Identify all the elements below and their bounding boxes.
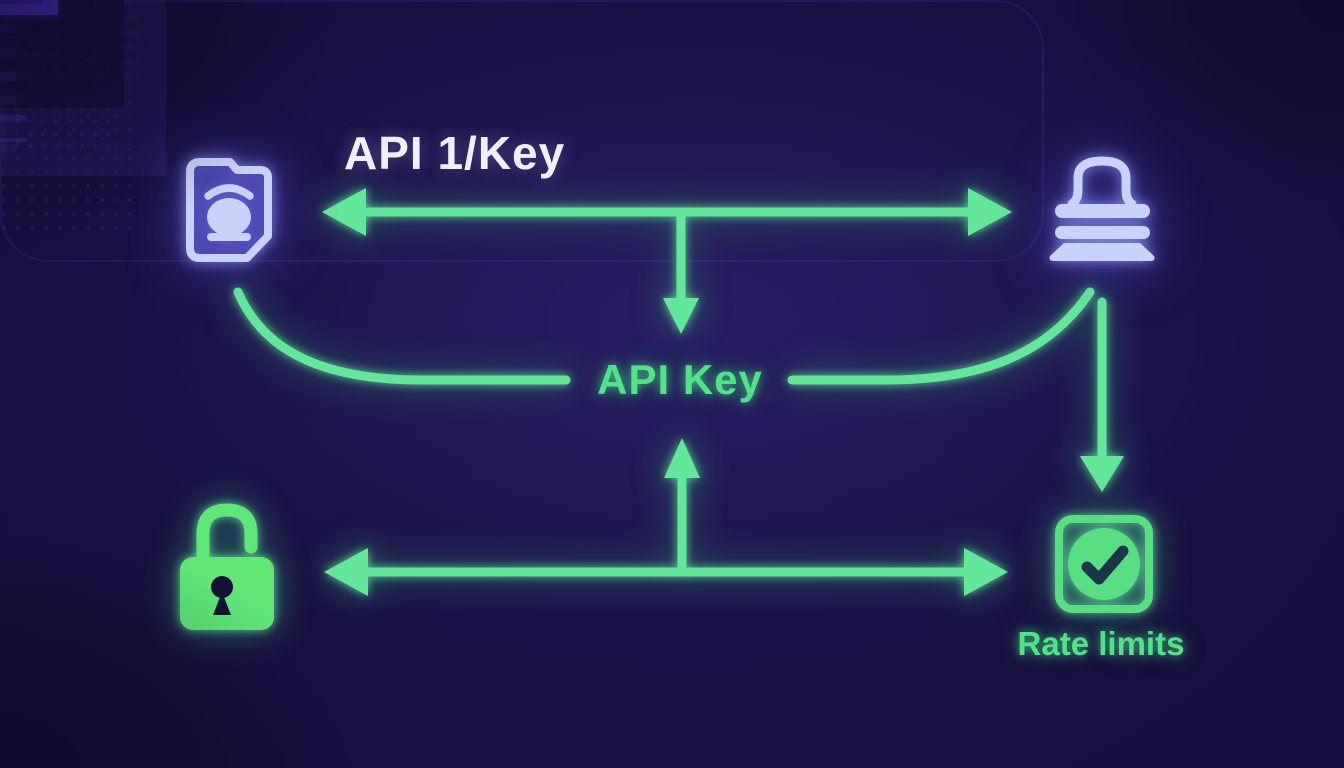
arrowhead-down-center xyxy=(663,298,699,334)
rate-limits-label: Rate limits xyxy=(1017,625,1185,662)
curve-api-key-to-gateway xyxy=(787,287,1095,385)
top-connection-label: API 1/Key xyxy=(344,127,566,179)
check-square-icon xyxy=(1055,515,1153,613)
arrowhead-down-right xyxy=(1080,456,1124,492)
arrowhead-right-bottom xyxy=(964,548,1008,596)
document-database-icon xyxy=(186,158,272,262)
curve-document-to-api-key xyxy=(233,287,571,385)
stacked-gateway-icon xyxy=(1049,156,1155,261)
api-key-label: API Key xyxy=(597,356,763,403)
arrowhead-right-top xyxy=(968,188,1012,236)
open-padlock-icon xyxy=(180,503,274,630)
arrowhead-left-bottom xyxy=(324,548,368,596)
arrowhead-left-top xyxy=(322,188,366,236)
arrowhead-up-center xyxy=(664,438,700,478)
